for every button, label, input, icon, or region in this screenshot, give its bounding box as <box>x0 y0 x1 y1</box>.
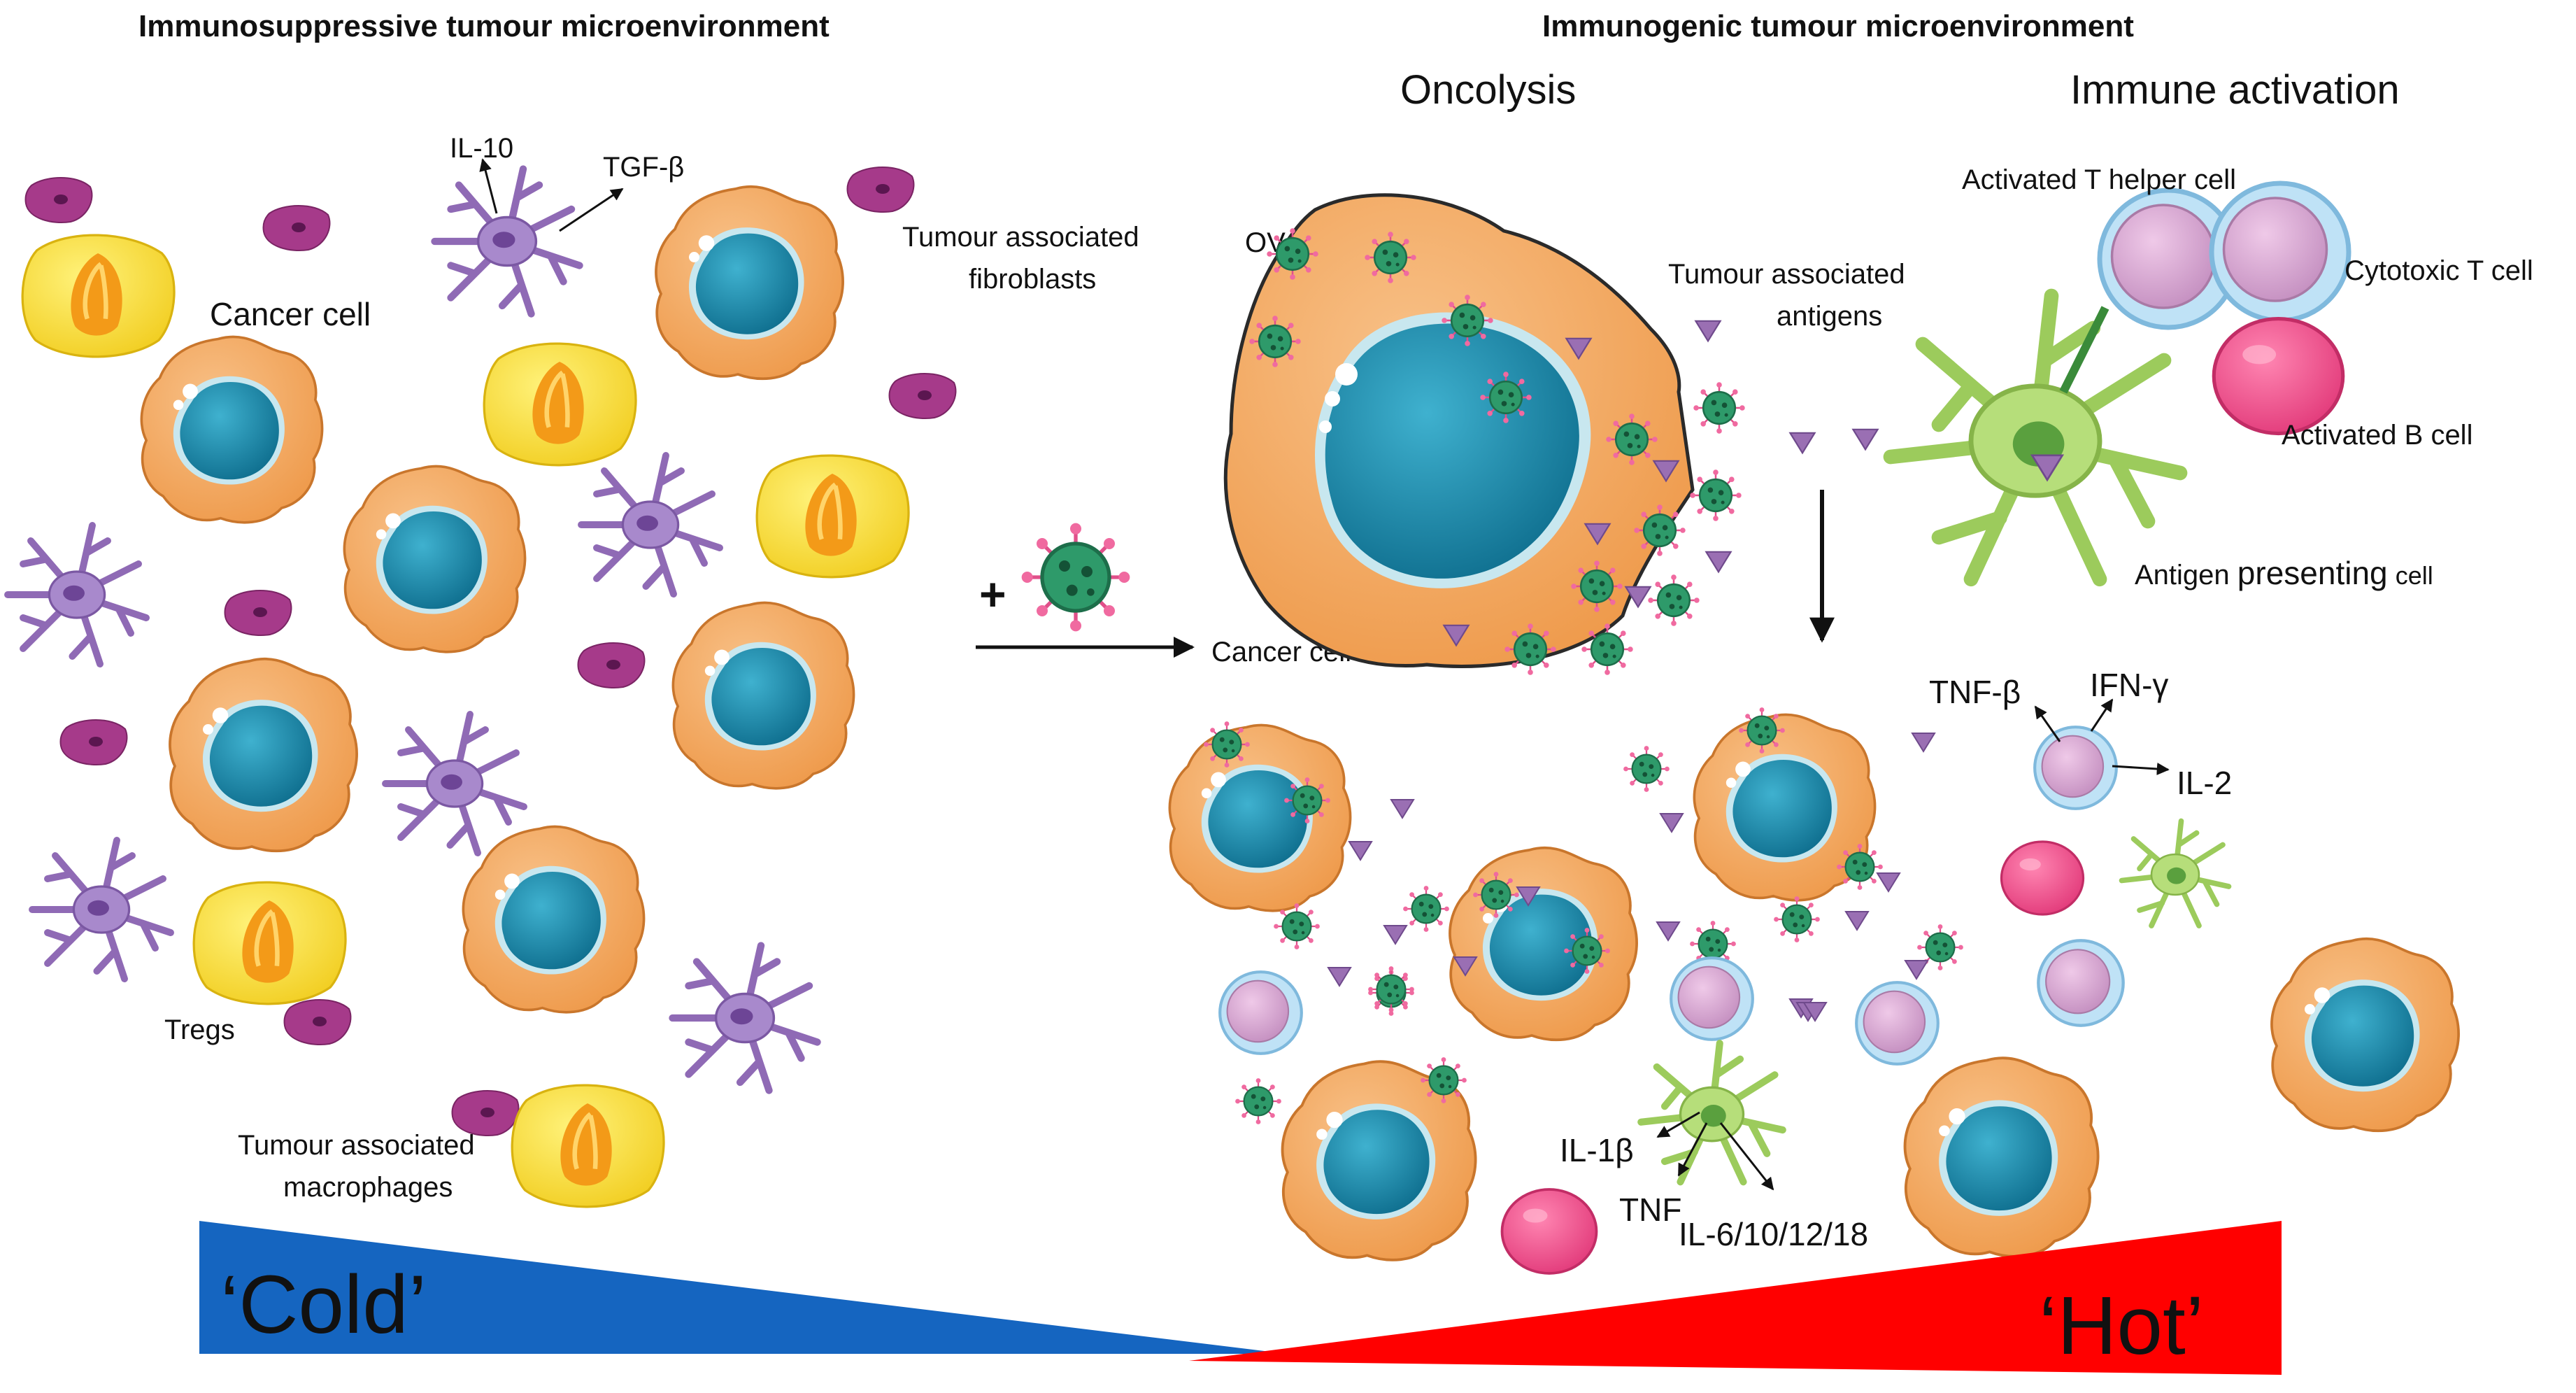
label-il10: IL-10 <box>450 133 513 164</box>
label-cytotoxic-t: Cytotoxic T cell <box>2344 255 2533 286</box>
label-il6: IL-6/10/12/18 <box>1679 1216 1868 1252</box>
label-antigens-1: Tumour associated <box>1668 259 1905 290</box>
label-fibroblasts-1: Tumour associated <box>902 222 1139 253</box>
label-il1b: IL-1β <box>1560 1132 1634 1168</box>
label-tgfb: TGF-β <box>603 152 684 183</box>
label-apc: Antigen presenting cell <box>2135 555 2433 591</box>
oncolysis-heading: Oncolysis <box>1400 67 1576 113</box>
label-il2: IL-2 <box>2177 765 2232 801</box>
label-ifng: IFN-γ <box>2090 667 2168 703</box>
label-tregs: Tregs <box>164 1014 235 1045</box>
label-macrophages-2: macrophages <box>283 1172 453 1203</box>
cancer-cells-right <box>1168 713 2460 1261</box>
label-tnf: TNF <box>1619 1192 1681 1228</box>
label-cancer-cell-left: Cancer cell <box>210 296 371 332</box>
cold-gradient-wedge <box>199 1221 1287 1354</box>
label-macrophages-1: Tumour associated <box>238 1130 475 1161</box>
label-b-cell: Activated B cell <box>2282 420 2472 451</box>
label-cold: ‘Cold’ <box>220 1259 427 1351</box>
antigen-presenting-cell <box>1891 296 2180 579</box>
label-antigens-2: antigens <box>1777 301 1882 332</box>
label-hot: ‘Hot’ <box>2039 1280 2204 1372</box>
label-tnfb: TNF-β <box>1929 674 2021 710</box>
label-fibroblasts-2: fibroblasts <box>969 264 1096 295</box>
immune-activation-heading: Immune activation <box>2070 67 2400 113</box>
hot-gradient-wedge <box>1189 1221 2282 1375</box>
left-heading: Immunosuppressive tumour microenvironmen… <box>138 9 830 43</box>
label-t-helper: Activated T helper cell <box>1962 164 2236 195</box>
label-plus: + <box>979 568 1006 620</box>
virus-icon <box>1022 523 1130 632</box>
activated-immune-cells <box>2059 183 2349 434</box>
right-heading: Immunogenic tumour microenvironment <box>1542 9 2134 43</box>
